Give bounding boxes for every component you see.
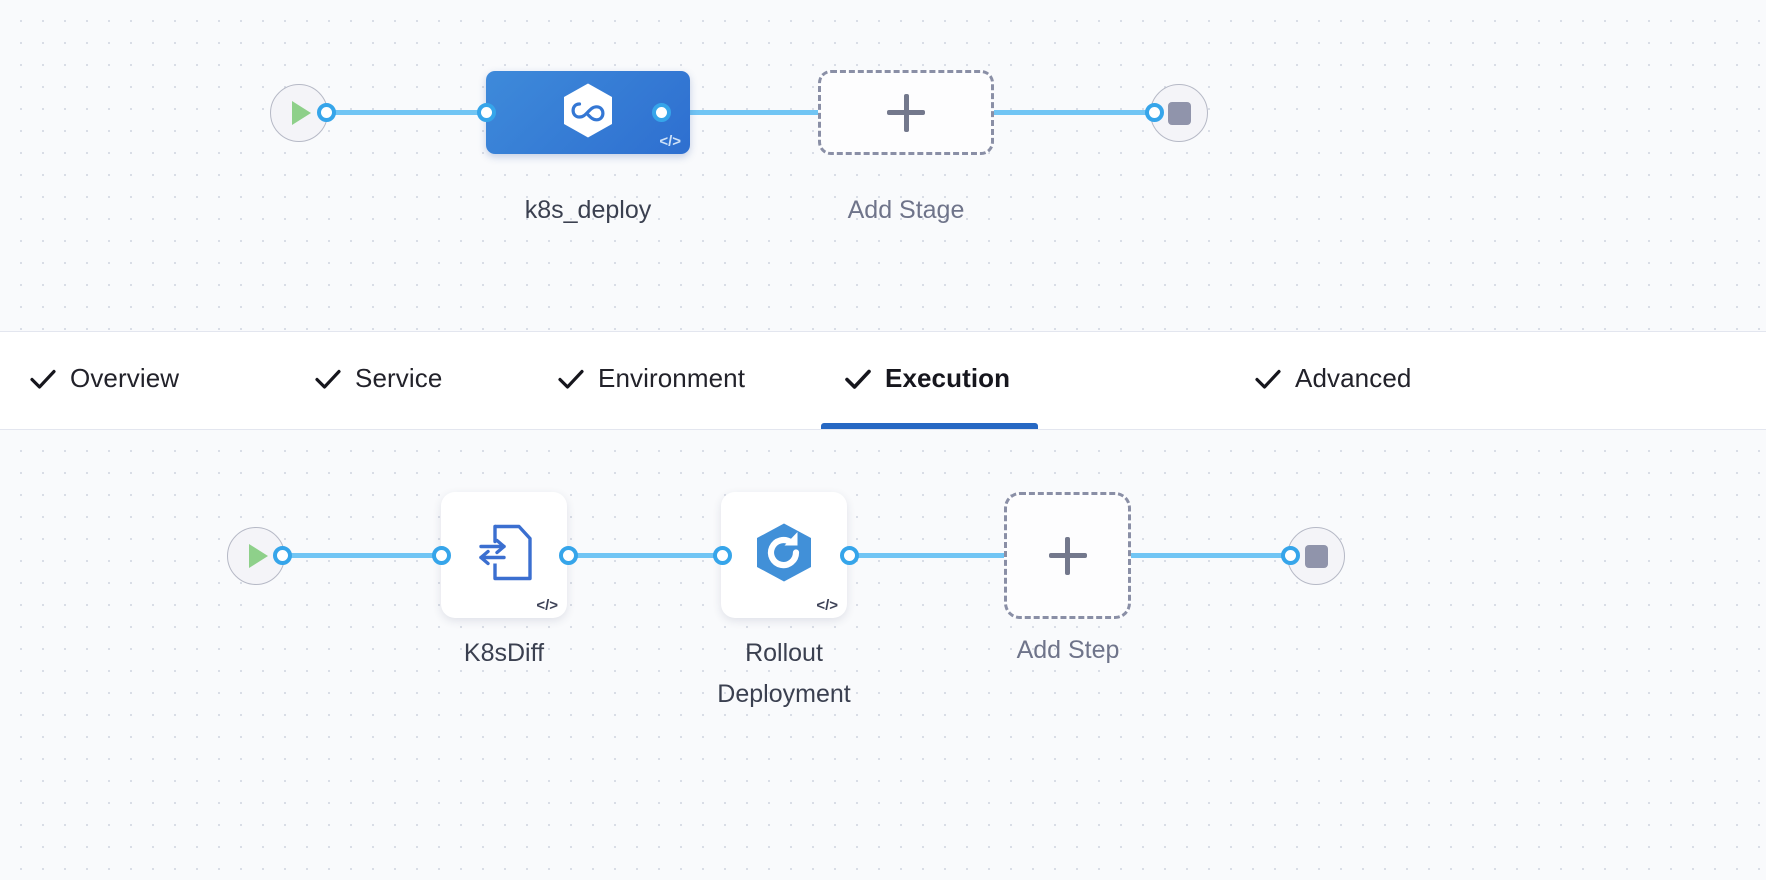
active-tab-indicator (821, 423, 1039, 429)
port-k8sdeploy-out[interactable] (652, 103, 671, 122)
step-label-rollout-deployment: Rollout Deployment (717, 639, 851, 708)
port-k8sdiff-in[interactable] (432, 546, 451, 565)
check-icon (315, 369, 341, 389)
step-code-badge[interactable]: </> (816, 597, 838, 614)
stop-icon (1304, 544, 1328, 568)
port-k8sdeploy-in[interactable] (477, 103, 496, 122)
tab-overview[interactable]: Overview (30, 332, 179, 429)
tab-label: Overview (70, 363, 180, 393)
stage-tab-bar: Overview Service Environment (0, 331, 1766, 430)
play-icon (292, 101, 311, 125)
connector-k8sdiff-to-rollout (545, 553, 745, 558)
check-icon (845, 369, 871, 389)
stop-icon (1167, 101, 1191, 125)
harness-hexagon-infinity-icon (561, 82, 615, 143)
connector-start-to-k8sdiff (280, 553, 460, 558)
step-node-k8sdiff[interactable]: </> (441, 492, 567, 618)
tab-advanced[interactable]: Advanced (1255, 332, 1411, 429)
step-node-rollout-deployment[interactable]: </> (721, 492, 847, 618)
connector-addstep-to-end (1125, 553, 1305, 558)
tab-label: Environment (598, 363, 746, 393)
tab-environment[interactable]: Environment (558, 332, 745, 429)
port-k8sdiff-out[interactable] (559, 546, 578, 565)
port-exec-start-out[interactable] (273, 546, 292, 565)
port-exec-end-in[interactable] (1281, 546, 1300, 565)
tab-label: Execution (885, 363, 1011, 393)
connector-rollout-to-addstep (830, 553, 1020, 558)
stage-canvas[interactable]: </> k8s_deploy Add Stage (0, 0, 1766, 331)
connector-addstage-to-end (990, 110, 1160, 115)
check-icon (30, 369, 56, 389)
execution-row: </> K8sDiff </> Rollout Deployment (0, 430, 1766, 880)
port-start-out[interactable] (317, 103, 336, 122)
play-icon (249, 544, 268, 568)
port-rollout-out[interactable] (840, 546, 859, 565)
add-stage-button[interactable] (818, 70, 994, 155)
connector-start-to-k8sdeploy (325, 110, 497, 115)
port-end-in[interactable] (1145, 103, 1164, 122)
stage-code-badge[interactable]: </> (659, 133, 681, 150)
tab-execution[interactable]: Execution (821, 332, 1039, 429)
step-code-badge[interactable]: </> (536, 597, 558, 614)
connector-k8sdeploy-to-addstage (660, 110, 825, 115)
port-rollout-in[interactable] (713, 546, 732, 565)
step-label-k8sdiff: K8sDiff (463, 639, 545, 667)
stage-start-node[interactable] (270, 84, 328, 142)
rollout-hexagon-arrow-icon (752, 523, 816, 588)
add-step-label: Add Step (1016, 636, 1120, 664)
tab-label: Advanced (1295, 363, 1412, 393)
tab-list: Overview Service Environment (0, 332, 1766, 429)
stage-row: </> k8s_deploy Add Stage (0, 0, 1766, 331)
plus-icon (887, 93, 925, 132)
stage-label-k8s-deploy: k8s_deploy (524, 196, 652, 224)
check-icon (1255, 369, 1281, 389)
execution-canvas[interactable]: </> K8sDiff </> Rollout Deployment (0, 430, 1766, 880)
tab-label: Service (355, 363, 443, 393)
plus-icon (1048, 536, 1087, 575)
tab-service[interactable]: Service (315, 332, 442, 429)
stage-end-node[interactable] (1150, 84, 1208, 142)
add-step-button[interactable] (1004, 492, 1131, 619)
check-icon (558, 369, 584, 389)
k8s-diff-document-icon (473, 524, 535, 587)
add-stage-label: Add Stage (847, 196, 965, 224)
